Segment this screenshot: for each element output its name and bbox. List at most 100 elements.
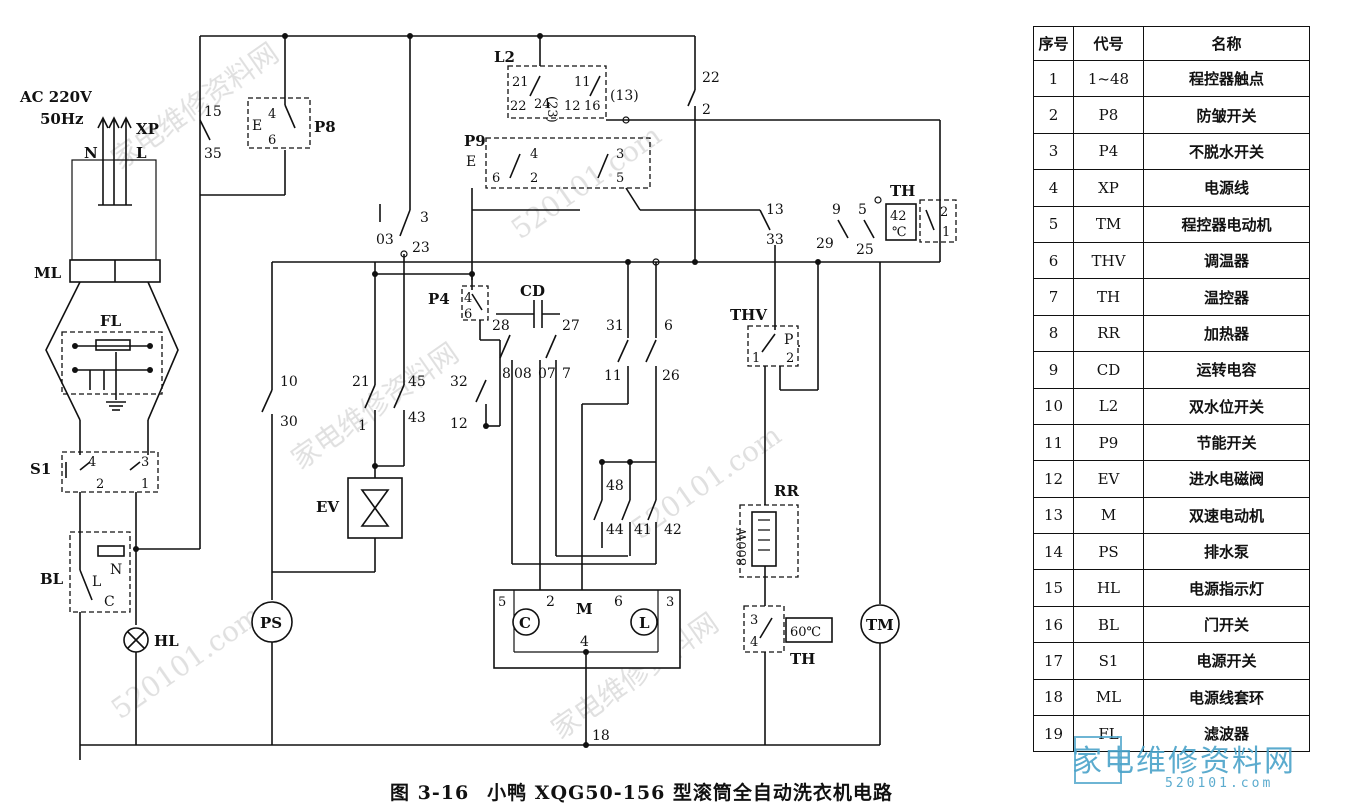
legend-index: 9 [1033, 351, 1074, 389]
s1-label: S1 [30, 460, 51, 478]
legend-name: 电源线套环 [1143, 678, 1310, 717]
legend-header-index: 序号 [1033, 26, 1074, 61]
m-motor: 5 2 M 6 3 C L 4 [493, 589, 681, 745]
svg-text:44: 44 [606, 522, 624, 538]
top-bus: 15 35 E 4 6 P8 3 23 03 22 2 [199, 33, 720, 549]
legend-name: 双速电动机 [1143, 496, 1310, 535]
watermark-logo-text: 家电维修资料网 [1072, 744, 1296, 779]
th-temp-42: 42 [890, 209, 907, 224]
legend-index: 4 [1033, 169, 1074, 207]
watermark-url: 520101.com [1165, 776, 1274, 791]
legend-name: 滤波器 [1143, 715, 1310, 753]
svg-text:32: 32 [450, 374, 468, 390]
svg-text:6: 6 [614, 594, 623, 610]
p4-label: P4 [428, 290, 450, 308]
svg-text:6: 6 [492, 171, 500, 186]
svg-text:22: 22 [702, 70, 720, 86]
svg-text:24: 24 [534, 97, 551, 112]
svg-text:29: 29 [816, 236, 834, 252]
svg-text:15: 15 [204, 104, 222, 120]
svg-text:10: 10 [280, 374, 298, 390]
p9-label: P9 [464, 132, 486, 150]
svg-text:P: P [784, 332, 793, 348]
motor-l-label: L [639, 614, 650, 632]
svg-text:4: 4 [88, 455, 96, 470]
arrow-mid-icon [108, 116, 120, 205]
svg-text:26: 26 [662, 368, 680, 384]
svg-text:3: 3 [666, 595, 674, 610]
legend-name: 电源线 [1143, 169, 1310, 207]
legend-name: 调温器 [1143, 241, 1310, 280]
svg-text:45: 45 [408, 374, 426, 390]
thv-branch: THV P 1 2 [730, 262, 819, 505]
svg-text:31: 31 [606, 318, 624, 334]
rr-power-label: 800W [735, 527, 750, 566]
tm-label: TM [866, 616, 894, 634]
legend-name: 进水电磁阀 [1143, 460, 1310, 498]
thv-label: THV [730, 306, 767, 324]
svg-text:5: 5 [858, 202, 867, 218]
th-top-label: TH [890, 182, 915, 200]
svg-text:2: 2 [546, 594, 555, 610]
legend-index: 17 [1033, 642, 1074, 680]
svg-text:08: 08 [514, 366, 532, 382]
l2-switch: L2 21 22 24 11 12 16 (23) (13) [494, 36, 940, 124]
svg-text:5: 5 [498, 595, 506, 610]
svg-text:11: 11 [574, 75, 591, 90]
svg-text:6: 6 [268, 133, 276, 148]
svg-text:4: 4 [268, 107, 276, 122]
rr-heater: RR 800W [735, 482, 799, 606]
arrow-n-icon [97, 116, 109, 205]
legend-name: 温控器 [1143, 278, 1310, 316]
ps-branch: 10 30 PS [251, 262, 375, 745]
legend-code: ML [1073, 678, 1144, 717]
legend-code: L2 [1073, 387, 1144, 425]
contact-9-29-5-25: 9 29 5 25 TH 42 ℃ 2 1 [816, 120, 957, 263]
svg-text:30: 30 [280, 414, 298, 430]
svg-text:4: 4 [580, 634, 589, 650]
legend-index: 10 [1033, 387, 1074, 425]
th-temp-60: 60℃ [790, 625, 821, 640]
legend-code: M [1073, 496, 1144, 535]
p9-switch: P9 E 4 6 2 3 5 [464, 132, 760, 280]
hl-lamp: HL [123, 627, 179, 745]
legend-header-name: 名称 [1143, 26, 1310, 61]
hl-label: HL [154, 632, 179, 650]
neutral-label: N [84, 144, 98, 162]
svg-text:3: 3 [616, 147, 624, 162]
arrow-l-icon [120, 116, 132, 205]
th-bottom-label: TH [790, 650, 815, 668]
svg-text:48: 48 [606, 478, 624, 494]
motor-winding-c-icon [512, 608, 540, 636]
legend-name: 加热器 [1143, 314, 1310, 353]
legend-code: PS [1073, 533, 1144, 571]
legend-code: S1 [1073, 642, 1144, 680]
svg-text:N: N [110, 562, 122, 578]
tm-branch: TM [860, 262, 900, 745]
svg-text:12: 12 [450, 416, 468, 432]
node-18-label: 18 [592, 728, 610, 744]
svg-text:42: 42 [664, 522, 682, 538]
legend-index: 15 [1033, 569, 1074, 607]
svg-text:23: 23 [412, 240, 430, 256]
svg-text:L: L [92, 574, 101, 590]
svg-text:C: C [104, 594, 115, 610]
svg-text:13: 13 [766, 202, 784, 218]
legend-code: RR [1073, 314, 1144, 353]
speed-contacts: 31 11 6 26 48 44 41 42 [581, 262, 682, 590]
svg-text:11: 11 [604, 368, 622, 384]
fl-label: FL [100, 312, 122, 330]
legend-name: 运转电容 [1143, 351, 1310, 389]
figure-title: 小鸭 XQG50-156 型滚筒全自动洗衣机电路 [487, 782, 893, 804]
m-label: M [576, 600, 593, 618]
xp-label: XP [136, 120, 159, 138]
